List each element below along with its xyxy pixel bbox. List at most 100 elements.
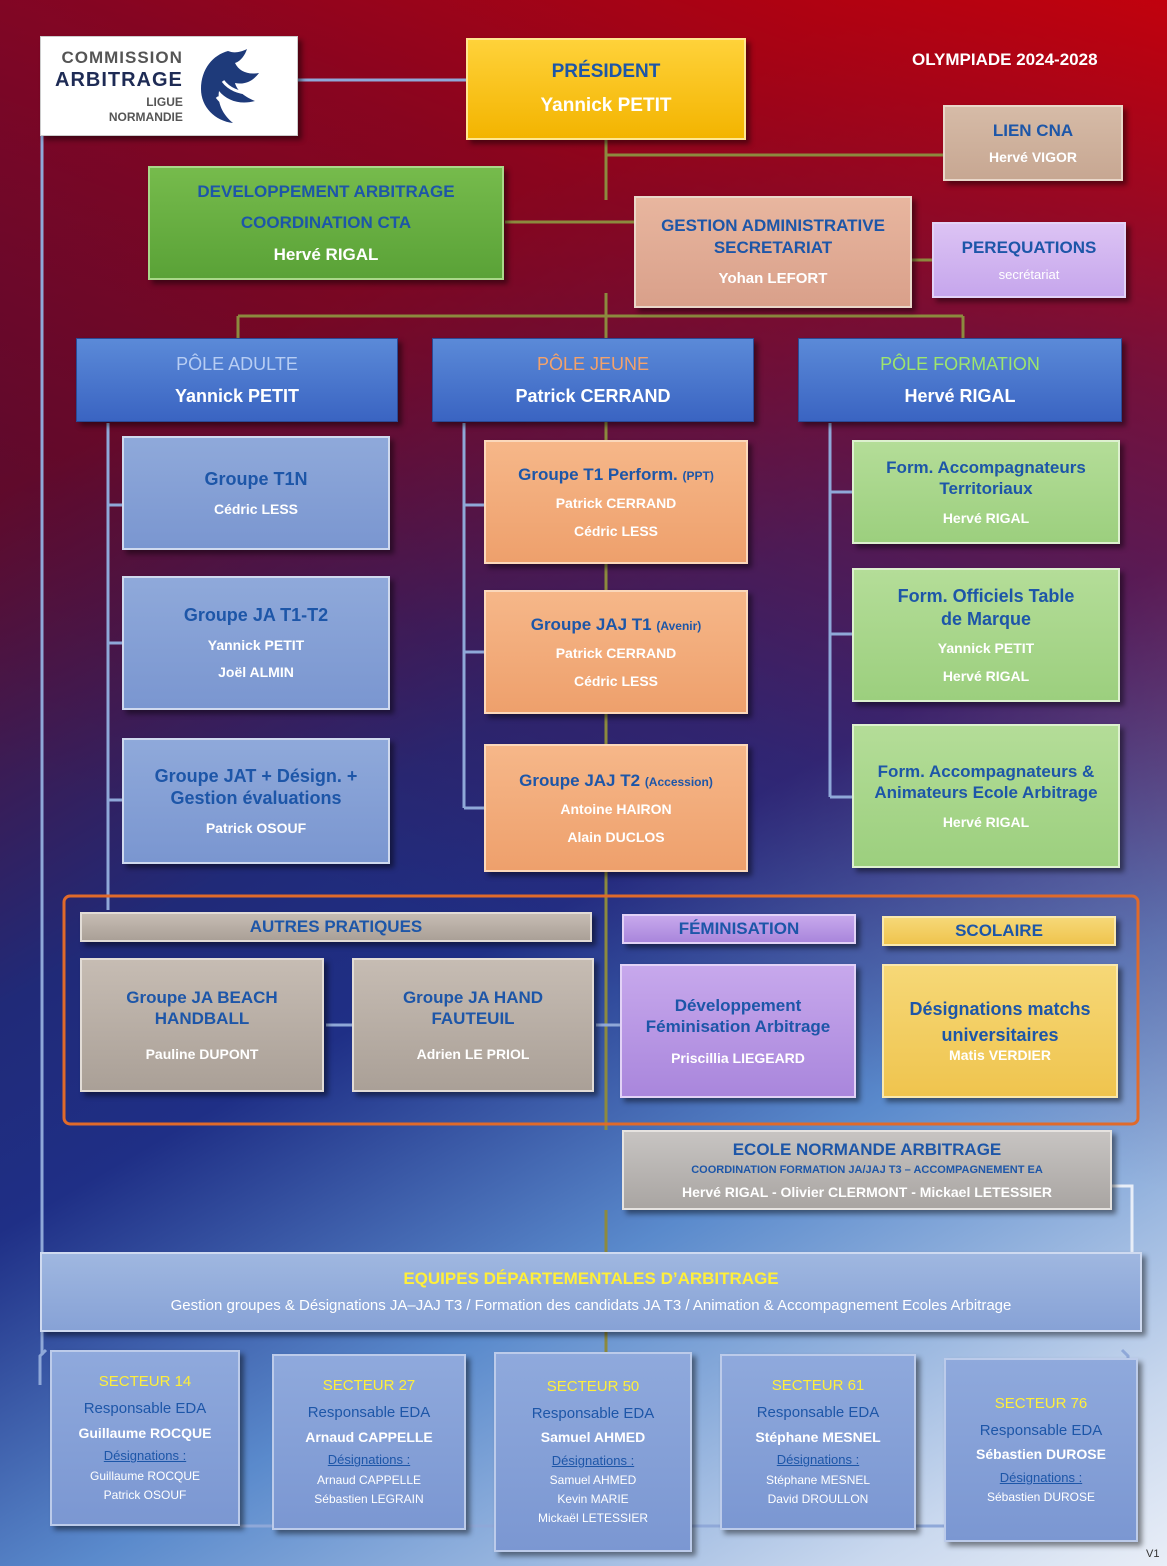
groupe-title: Groupe T1N [204, 469, 308, 489]
pole-adulte-box: PÔLE ADULTE Yannick PETIT [76, 338, 398, 422]
secteur-designe: Kevin MARIE [557, 1492, 629, 1507]
feminisation-name: Priscillia LIEGEARD [671, 1049, 805, 1066]
groupe-title: Groupe JA T1-T2 [183, 605, 329, 626]
groupe-member: Hervé RIGAL [942, 667, 1030, 684]
feminisation-line1: Développement [674, 996, 802, 1015]
groupe-tag: (Accession) [644, 774, 713, 789]
developpement-name: Hervé RIGAL [273, 244, 379, 264]
secteur-designe: Guillaume ROCQUE [89, 1468, 201, 1483]
groupe-member: Patrick OSOUF [205, 819, 307, 836]
equipes-sub: Gestion groupes & Désignations JA–JAJ T3… [170, 1297, 1012, 1315]
secteur-14-box: SECTEUR 14 Responsable EDA Guillaume ROC… [50, 1350, 240, 1526]
perequations-box: PEREQUATIONS secrétariat [932, 222, 1126, 298]
secteur-designe: Mickaël LETESSIER [537, 1511, 649, 1526]
groupe-jaj-t2-box: Groupe JAJ T2 (Accession) Antoine HAIRON… [484, 744, 748, 872]
groupe-title: Groupe JA HAND FAUTEUIL [402, 988, 544, 1029]
groupe-member: Antoine HAIRON [560, 801, 672, 818]
pole-jeune-box: PÔLE JEUNE Patrick CERRAND [432, 338, 754, 422]
pole-jeune-name: Patrick CERRAND [515, 386, 671, 406]
developpement-box: DEVELOPPEMENT ARBITRAGE COORDINATION CTA… [148, 166, 504, 280]
feminisation-box: Développement Féminisation Arbitrage Pri… [620, 964, 856, 1098]
secteur-responsable: Stéphane MESNEL [755, 1428, 881, 1445]
groupe-ja-hand-fauteuil-box: Groupe JA HAND FAUTEUIL Adrien LE PRIOL [352, 958, 594, 1092]
version-label: V1 [1146, 1548, 1160, 1560]
secteur-responsable: Arnaud CAPPELLE [305, 1428, 433, 1445]
secteur-designations-label: Désignations : [327, 1452, 411, 1468]
lien-cna-title: LIEN CNA [992, 120, 1074, 140]
secteur-50-box: SECTEUR 50 Responsable EDA Samuel AHMED … [494, 1352, 692, 1552]
lien-cna-name: Hervé VIGOR [989, 148, 1077, 165]
groupe-member: Yannick PETIT [207, 636, 305, 653]
groupe-title: Groupe T1 Perform. [518, 464, 678, 484]
scolaire-line2: universitaires [941, 1025, 1059, 1046]
secteur-title: SECTEUR 14 [98, 1373, 192, 1391]
president-title: PRÉSIDENT [551, 61, 661, 83]
groupe-member: Cédric LESS [213, 500, 299, 517]
pole-adulte-title: PÔLE ADULTE [176, 353, 298, 374]
logo-line3: LIGUE [146, 95, 183, 110]
pole-jeune-title: PÔLE JEUNE [536, 353, 650, 374]
secteur-designations-label: Désignations : [999, 1469, 1083, 1485]
secteur-designe: Samuel AHMED [549, 1473, 637, 1488]
autres-pratiques-frame [62, 894, 1140, 1126]
secteur-designe: David DROULLON [767, 1491, 869, 1506]
pole-adulte-name: Yannick PETIT [174, 386, 300, 406]
president-name: Yannick PETIT [540, 95, 672, 116]
gestion-line1: GESTION ADMINISTRATIVE [661, 216, 885, 236]
groupe-title: Groupe JAJ T1 [530, 614, 652, 634]
secteur-designe: Arnaud CAPPELLE [316, 1472, 422, 1487]
equipes-departementales-box: EQUIPES DÉPARTEMENTALES D’ARBITRAGE Gest… [40, 1252, 1142, 1332]
secteur-title: SECTEUR 76 [994, 1394, 1088, 1412]
secteur-responsable: Sébastien DUROSE [976, 1446, 1106, 1463]
ecole-names: Hervé RIGAL - Olivier CLERMONT - Mickael… [681, 1183, 1053, 1200]
ecole-normande-box: ECOLE NORMANDE ARBITRAGE COORDINATION FO… [622, 1130, 1112, 1210]
secteur-designe: Patrick OSOUF [103, 1487, 187, 1502]
scolaire-title: SCOLAIRE [955, 921, 1043, 941]
groupe-t1-perform-box: Groupe T1 Perform. (PPT) Patrick CERRAND… [484, 440, 748, 564]
secteur-role: Responsable EDA [307, 1404, 431, 1422]
groupe-member: Cédric LESS [573, 672, 659, 689]
secteur-role: Responsable EDA [979, 1421, 1103, 1439]
groupe-jaj-t1-box: Groupe JAJ T1 (Avenir) Patrick CERRAND C… [484, 590, 748, 714]
groupe-title: Form. Officiels Table de Marque [897, 586, 1075, 629]
groupe-t1n-box: Groupe T1N Cédric LESS [122, 436, 390, 550]
groupe-title: Groupe JAJ T2 [519, 770, 641, 790]
rooster-logo-icon [200, 49, 259, 123]
groupe-member: Hervé RIGAL [942, 813, 1030, 830]
groupe-title: Groupe JA BEACH HANDBALL [126, 988, 278, 1029]
form-accompagnateurs-territoriaux-box: Form. Accompagnateurs Territoriaux Hervé… [852, 440, 1120, 544]
secteur-title: SECTEUR 27 [322, 1377, 416, 1395]
autres-pratiques-header: AUTRES PRATIQUES [80, 912, 592, 942]
scolaire-line1: Désignations matchs [909, 998, 1091, 1019]
pole-formation-box: PÔLE FORMATION Hervé RIGAL [798, 338, 1122, 422]
pole-formation-title: PÔLE FORMATION [880, 353, 1040, 374]
groupe-member: Adrien LE PRIOL [416, 1045, 530, 1062]
secteur-role: Responsable EDA [756, 1404, 880, 1422]
developpement-line2: COORDINATION CTA [240, 213, 412, 233]
perequations-sub: secrétariat [998, 266, 1060, 282]
groupe-tag: (PPT) [682, 468, 714, 483]
secteur-title: SECTEUR 50 [546, 1377, 640, 1395]
scolaire-name: Matis VERDIER [949, 1046, 1051, 1063]
feminisation-line2: Féminisation Arbitrage [645, 1017, 831, 1037]
gestion-name: Yohan LEFORT [718, 269, 828, 287]
developpement-line1: DEVELOPPEMENT ARBITRAGE [197, 182, 455, 202]
feminisation-header: FÉMINISATION [622, 914, 856, 944]
groupe-member: Joël ALMIN [218, 664, 294, 681]
secteur-designe: Sébastien LEGRAIN [314, 1491, 424, 1506]
perequations-title: PEREQUATIONS [961, 238, 1097, 258]
groupe-member: Alain DUCLOS [567, 828, 665, 845]
secteur-76-box: SECTEUR 76 Responsable EDA Sébastien DUR… [944, 1358, 1138, 1542]
president-box: PRÉSIDENT Yannick PETIT [466, 38, 746, 140]
secteur-designations-label: Désignations : [103, 1448, 187, 1464]
logo-commission-arbitrage: COMMISSION ARBITRAGE LIGUE NORMANDIE [40, 36, 298, 136]
logo-line4: NORMANDIE [108, 110, 183, 125]
secteur-designe: Sébastien DUROSE [986, 1490, 1096, 1505]
gestion-line2: SECRETARIAT [713, 237, 833, 257]
secteur-title: SECTEUR 61 [771, 1377, 865, 1395]
secteur-designations-label: Désignations : [776, 1452, 860, 1468]
groupe-member: Hervé RIGAL [942, 509, 1030, 526]
feminisation-title: FÉMINISATION [678, 919, 800, 939]
secteur-responsable: Guillaume ROCQUE [78, 1424, 212, 1441]
